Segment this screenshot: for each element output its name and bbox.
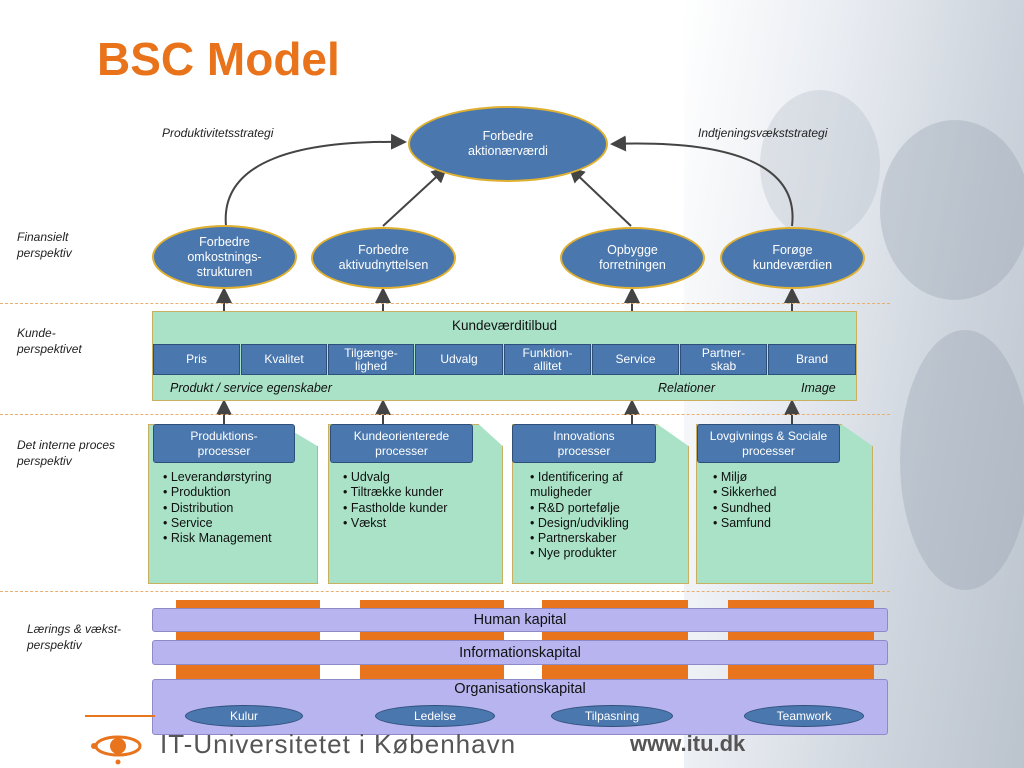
- list-item: Udvalg: [343, 470, 447, 485]
- background-figure: [900, 330, 1024, 590]
- arrow-productivity: [224, 133, 407, 227]
- list-item: Produktion: [163, 485, 272, 500]
- attribute-availability: Tilgænge- lighed: [328, 344, 414, 375]
- list-item: Leverandørstyring: [163, 470, 272, 485]
- list-item: Fastholde kunder: [343, 501, 448, 516]
- list-item: Tiltrække kunder: [343, 485, 447, 500]
- customer-panel-title: Kundeværditilbud: [451, 318, 558, 333]
- attribute-selection: Udvalg: [415, 344, 503, 375]
- list-item: Partnerskaber: [530, 531, 680, 546]
- background-figure: [880, 120, 1024, 300]
- list-item: Design/udvikling: [530, 516, 680, 531]
- list-item: Identificering af muligheder: [530, 470, 680, 501]
- arrow-revenue: [610, 135, 794, 227]
- goal-customer-value: Forøge kundeværdien: [720, 227, 865, 289]
- process-production-title: Produktions- processer: [153, 424, 295, 463]
- element-alignment: Tilpasning: [551, 705, 673, 727]
- attribute-quality: Kvalitet: [241, 344, 327, 375]
- list-item: Sundhed: [713, 501, 776, 516]
- process-customer-list: Udvalg Tiltrække kunder Fastholde kunder…: [343, 470, 448, 531]
- group-product-service: Produkt / service egenskaber: [170, 381, 332, 395]
- list-item: Risk Management: [163, 531, 272, 546]
- footer-rule: [85, 715, 155, 717]
- attribute-service: Service: [592, 344, 679, 375]
- page-title: BSC Model: [97, 33, 340, 85]
- list-item: Sikkerhed: [713, 485, 777, 500]
- list-item: Miljø: [713, 470, 776, 485]
- human-capital-bar: Human kapital: [152, 608, 888, 632]
- arrow-business: [568, 166, 632, 227]
- group-relations: Relationer: [658, 381, 715, 395]
- element-culture: Kulur: [185, 705, 303, 727]
- process-regulatory-list: Miljø Sikkerhed Sundhed Samfund: [713, 470, 777, 531]
- footer-university: IT-Universitetet i København: [160, 729, 517, 759]
- process-customer-title: Kundeorienterede processer: [330, 424, 473, 463]
- information-capital-bar: Informationskapital: [152, 640, 888, 665]
- divider: [0, 591, 890, 592]
- perspective-customer: Kunde- perspektivet: [17, 326, 82, 356]
- goal-build-business: Opbygge forretningen: [560, 227, 705, 289]
- element-teamwork: Teamwork: [744, 705, 864, 727]
- element-leadership: Ledelse: [375, 705, 495, 727]
- list-item: Vækst: [343, 516, 447, 531]
- list-item: Samfund: [713, 516, 776, 531]
- perspective-learning: Lærings & vækst- perspektiv: [27, 622, 122, 652]
- group-image: Image: [801, 381, 836, 395]
- background-figure: [760, 90, 880, 240]
- attribute-brand: Brand: [768, 344, 856, 375]
- attribute-price: Pris: [153, 344, 240, 375]
- goal-asset-utilization: Forbedre aktivudnyttelsen: [311, 227, 456, 289]
- list-item: Service: [163, 516, 272, 531]
- attribute-functionality: Funktion- allitet: [504, 344, 591, 375]
- perspective-financial: Finansielt perspektiv: [17, 230, 72, 260]
- list-item: R&D portefølje: [530, 501, 680, 516]
- itu-logo-icon: [91, 735, 142, 765]
- list-item: Distribution: [163, 501, 272, 516]
- process-innovation-title: Innovations processer: [512, 424, 656, 463]
- perspective-internal: Det interne proces perspektiv: [17, 438, 116, 468]
- list-item: Nye produkter: [530, 546, 680, 561]
- attribute-partnership: Partner- skab: [680, 344, 767, 375]
- process-innovation-list: Identificering af muligheder R&D portefø…: [530, 470, 680, 562]
- footer-url[interactable]: www.itu.dk: [630, 731, 746, 756]
- divider: [0, 303, 890, 304]
- divider: [0, 414, 890, 415]
- process-regulatory-title: Lovgivnings & Sociale processer: [697, 424, 840, 463]
- process-production-list: Leverandørstyring Produktion Distributio…: [163, 470, 272, 546]
- arrow-asset: [382, 166, 448, 227]
- goal-cost-structure: Forbedre omkostnings- strukturen: [152, 225, 297, 289]
- organisation-capital-label: Organisationskapital: [454, 681, 586, 697]
- strategy-productivity: Produktivitetsstrategi: [162, 126, 274, 140]
- goal-shareholder-value: Forbedre aktionærværdi: [408, 106, 608, 182]
- strategy-revenue: Indtjeningsvækststrategi: [698, 126, 828, 140]
